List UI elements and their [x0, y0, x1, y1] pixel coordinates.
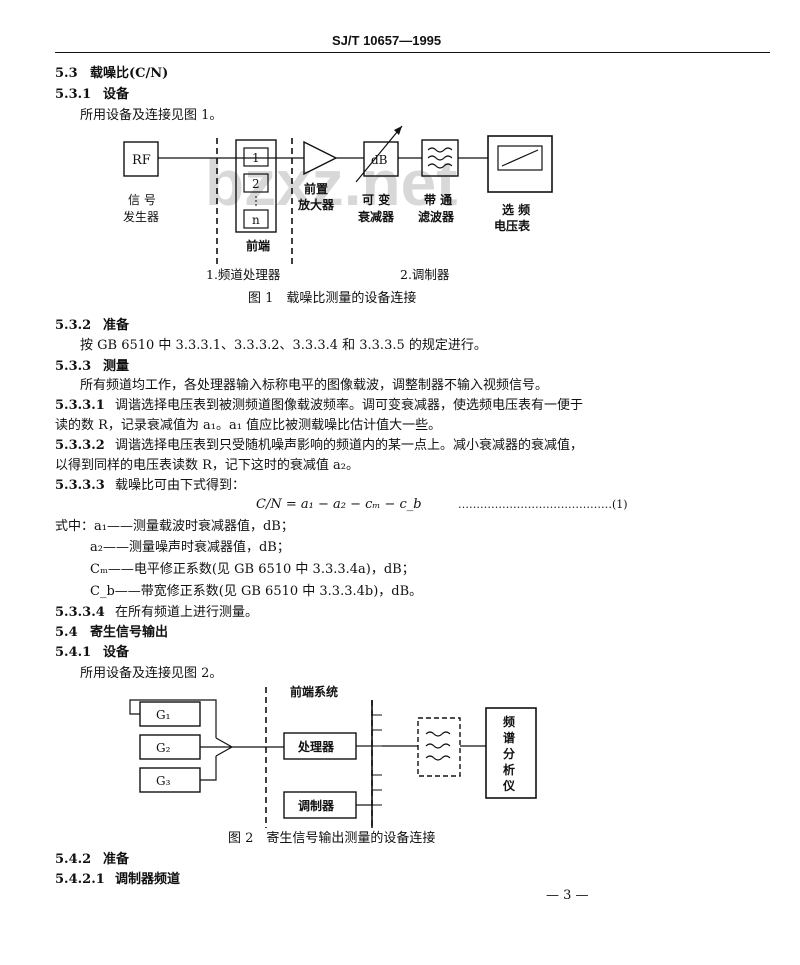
channel-number: 2 [252, 177, 260, 191]
rf-generator-box [123, 141, 159, 177]
attenuator-unit: dB [371, 153, 388, 167]
section-number: 5.3.3.2 [55, 438, 105, 453]
section-number: 5.3.2 [55, 318, 92, 333]
channel-n-box [243, 209, 269, 229]
arrow-head-icon [394, 126, 402, 135]
paragraph: 所有频道均工作，各处理器输入标称电平的图像载波，调整制器不输入视频信号。 [80, 378, 549, 393]
filter-label: 滤波器 [418, 209, 455, 224]
selective-voltmeter-box [487, 135, 553, 193]
standard-number: SJ/T 10657—1995 [332, 33, 442, 48]
processor-label: 处理器 [297, 739, 335, 754]
analyzer-label: 分 [503, 746, 515, 761]
channel-processor-box [243, 147, 269, 167]
paragraph: 以得到同样的电压表读数 R，记下这时的衰减值 a₂。 [55, 458, 360, 473]
section-number: 5.3.3.1 [55, 398, 105, 413]
paragraph: 所用设备及连接见图 2。 [80, 666, 223, 681]
formula: C/N = a₁ − a₂ − cₘ − c_b [256, 497, 422, 512]
paragraph: 载噪比可由下式得到： [115, 478, 246, 493]
section-number: 5.3.3.3 [55, 478, 105, 493]
signal-line [129, 699, 217, 738]
section-title: 设备 [103, 645, 130, 660]
paragraph: 读的数 R，记录衰减值为 a₁。a₁ 值应比被测载噪比估计值大一些。 [55, 418, 442, 433]
analyzer-label: 频 [503, 714, 515, 729]
generator-label: G₃ [156, 774, 171, 788]
section-title: 设备 [103, 87, 130, 102]
analyzer-label: 仪 [502, 779, 516, 793]
paragraph: 按 GB 6510 中 3.3.3.1、3.3.3.2、3.3.3.4 和 3.… [80, 338, 487, 353]
generator-label: G₂ [156, 741, 171, 755]
preamplifier-label: 前置 [304, 181, 328, 196]
channel-number: 1 [252, 151, 260, 165]
formula-legend: a₂——测量噪声时衰减器值，dB； [90, 540, 290, 555]
filter-wave-icon [425, 731, 451, 761]
analyzer-label: 析 [503, 762, 515, 777]
meter-face [497, 145, 543, 171]
section-number: 5.3.3 [55, 359, 92, 374]
section-title: 测量 [103, 359, 130, 374]
page-number: — 3 — [546, 888, 589, 903]
section-number: 5.4.1 [55, 645, 92, 660]
section-number: 5.4 [55, 625, 78, 640]
combiner-icon [215, 737, 236, 757]
paragraph: 调谐选择电压表到只受随机噪声影响的频道内的某一点上。减小衰减器的衰减值， [115, 438, 584, 453]
formula-number: ……………………………………(1) [458, 498, 628, 511]
section-title: 载噪比(C/N) [90, 66, 169, 81]
voltmeter-label: 电压表 [494, 218, 531, 233]
rf-generator-label: 信 号 [128, 193, 156, 207]
attenuator-label: 可 变 [362, 192, 390, 207]
rf-label: RF [132, 153, 151, 168]
paragraph: 调谐选择电压表到被测频道图像载波频率。调可变衰减器，使选频电压表有一便于 [115, 398, 584, 413]
formula-legend: Cₘ——电平修正系数(见 GB 6510 中 3.3.3.4a)，dB； [90, 562, 415, 577]
attenuator-label: 衰减器 [357, 209, 395, 224]
section-number: 5.4.2.1 [55, 872, 105, 887]
section-title: 准备 [103, 318, 130, 333]
preamplifier-label: 放大器 [297, 197, 335, 212]
section-number: 5.3 [55, 66, 78, 81]
optional-filter-box [417, 717, 461, 777]
frontend-label: 前端 [246, 238, 270, 253]
section-number: 5.3.3.4 [55, 605, 105, 620]
rf-generator-label: 发生器 [123, 209, 159, 224]
figure-caption: 图 1 载噪比测量的设备连接 [248, 290, 416, 306]
figure-note: 1.频道处理器 [206, 267, 281, 282]
figure-note: 2.调制器 [400, 267, 450, 282]
filter-wave-icon [427, 147, 453, 169]
frontend-system-label: 前端系统 [290, 684, 338, 699]
section-title: 准备 [103, 852, 130, 867]
spectrum-analyzer-box [485, 707, 537, 799]
channel-number: n [252, 213, 260, 227]
frontend-box [235, 139, 277, 233]
watermark: bzxz.net [205, 147, 457, 219]
figure-caption: 图 2 寄生信号输出测量的设备连接 [228, 830, 435, 846]
analyzer-label: 谱 [503, 730, 515, 745]
header-rule [55, 52, 770, 53]
variable-attenuator-box [363, 141, 399, 177]
section-number: 5.4.2 [55, 852, 92, 867]
filter-label: 带 通 [424, 192, 452, 207]
voltmeter-label: 选 频 [502, 202, 530, 217]
preamplifier-symbol [303, 140, 338, 176]
meter-needle-icon [501, 149, 539, 167]
section-title: 调制器频道 [115, 872, 181, 887]
formula-legend: 式中：a₁——测量载波时衰减器值，dB； [55, 519, 294, 534]
paragraph: 在所有频道上进行测量。 [115, 605, 259, 620]
paragraph: 所用设备及连接见图 1。 [80, 108, 223, 123]
section-title: 寄生信号输出 [90, 625, 169, 640]
generator-label: G₁ [156, 708, 170, 722]
signal-line [200, 756, 217, 781]
formula-legend: C_b——带宽修正系数(见 GB 6510 中 3.3.3.4b)，dB。 [90, 584, 423, 599]
variable-arrow [355, 125, 403, 183]
section-number: 5.3.1 [55, 87, 92, 102]
modulator-label: 调制器 [298, 798, 335, 813]
modulator-box [243, 173, 269, 193]
